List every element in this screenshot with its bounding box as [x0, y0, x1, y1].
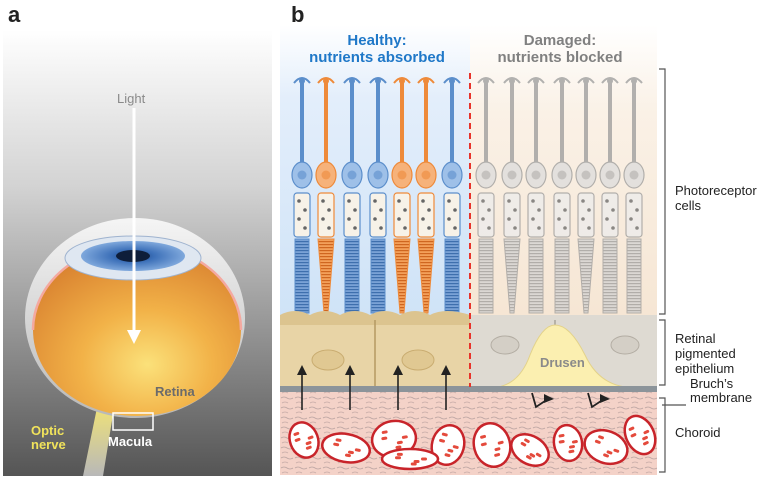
blood-vessel — [472, 421, 512, 469]
bruchs-pointer — [662, 394, 686, 406]
layer-brackets — [657, 68, 671, 478]
macula-box — [112, 412, 154, 431]
light-label: Light — [117, 91, 146, 106]
nutrient-arrow-up — [393, 365, 403, 410]
rpe-label-line2: pigmented — [675, 346, 736, 361]
rpe-label: Retinal pigmented epithelium — [675, 331, 736, 376]
choroid-vessels — [288, 414, 657, 471]
blood-vessel — [552, 423, 584, 463]
optic-nerve-label: Optic nerve — [31, 424, 66, 452]
panel-b-letter: b — [291, 2, 305, 27]
rpe-bracket — [659, 319, 666, 386]
rpe-label-line1: Retinal — [675, 331, 716, 346]
blood-vessel — [510, 433, 550, 467]
damaged-rod-cell — [475, 77, 497, 314]
damaged-rod-cell — [525, 77, 547, 314]
damaged-rod-cell — [599, 77, 621, 314]
healthy-header-line2: nutrients absorbed — [309, 49, 445, 66]
photoreceptor-cells — [291, 77, 645, 314]
bruchs-label: Bruch’s membrane — [690, 377, 752, 405]
optic-nerve-label-line1: Optic — [31, 423, 65, 438]
healthy-cone-cell — [415, 77, 437, 314]
damaged-header-line2: nutrients blocked — [497, 49, 623, 66]
nutrient-arrow-up — [297, 365, 307, 410]
photoreceptor-label-line1: Photoreceptor — [675, 183, 757, 198]
nutrient-arrow-up — [345, 365, 355, 410]
eye-illustration — [3, 30, 272, 476]
panel-a-letter: a — [8, 2, 21, 27]
rpe-label-line3: epithelium — [675, 361, 735, 376]
optic-nerve-label-line2: nerve — [31, 437, 66, 452]
retina-label: Retina — [155, 384, 195, 399]
rpe-top-edge — [280, 311, 470, 325]
drusen-label: Drusen — [540, 355, 585, 370]
nutrient-arrows-blocked — [531, 392, 610, 409]
blood-vessel — [320, 432, 372, 464]
rpe-nucleus — [490, 335, 520, 355]
choroid-bracket — [659, 397, 666, 473]
damaged-header: Damaged: nutrients blocked — [474, 32, 646, 66]
nutrient-arrows-absorbed — [297, 365, 451, 410]
healthy-rod-cell — [367, 77, 389, 314]
healthy-header-line1: Healthy: — [347, 32, 407, 49]
healthy-cone-cell — [315, 77, 337, 314]
bruchs-label-line1: Bruch’s — [690, 376, 734, 391]
macula-label: Macula — [108, 434, 153, 449]
bruchs-membrane — [280, 386, 657, 392]
damaged-cone-cell — [575, 77, 597, 314]
optic-nerve — [83, 398, 115, 476]
nutrient-arrow-blocked — [531, 392, 554, 409]
damaged-rod-cell — [551, 77, 573, 314]
blood-vessel — [623, 414, 657, 456]
rpe-nucleus — [311, 349, 345, 371]
damaged-cone-cell — [501, 77, 523, 314]
choroid-label: Choroid — [675, 425, 721, 440]
healthy-cone-cell — [391, 77, 413, 314]
light-arrowhead — [127, 330, 141, 344]
blood-vessel — [380, 447, 440, 471]
retina-cross-section — [280, 25, 657, 475]
rpe-nucleus — [401, 349, 435, 371]
photoreceptor-label: Photoreceptor cells — [675, 183, 757, 213]
healthy-rod-cell — [441, 77, 463, 314]
bruchs-label-line2: membrane — [690, 390, 753, 405]
photoreceptor-label-line2: cells — [675, 198, 702, 213]
blood-vessel — [430, 423, 466, 467]
healthy-header: Healthy: nutrients absorbed — [292, 32, 462, 66]
nutrient-arrow-blocked — [587, 392, 610, 409]
damaged-rod-cell — [623, 77, 645, 314]
healthy-rod-cell — [341, 77, 363, 314]
rpe-nucleus — [610, 335, 640, 355]
photoreceptor-bracket — [659, 68, 666, 315]
damaged-header-line1: Damaged: — [523, 32, 597, 49]
nutrient-arrow-up — [441, 365, 451, 410]
drusen-deposit — [497, 324, 626, 388]
blood-vessel — [583, 428, 629, 466]
blood-vessel — [288, 421, 320, 459]
